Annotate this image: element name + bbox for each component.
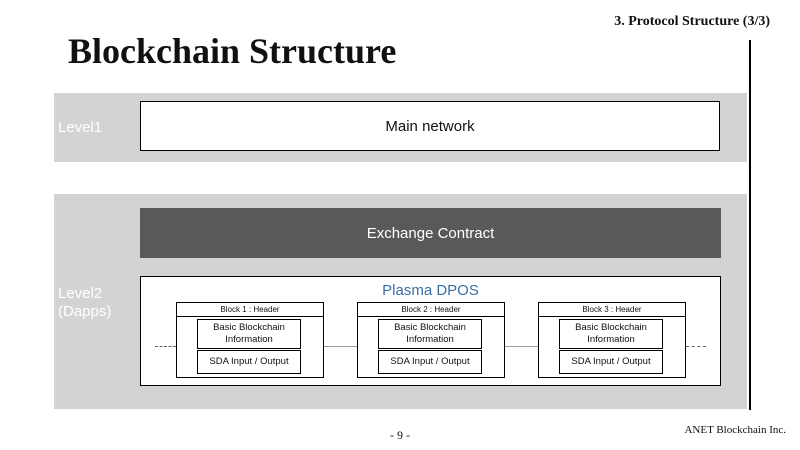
connector-right-dashed	[686, 346, 706, 347]
page-title: Blockchain Structure	[68, 31, 397, 71]
block-1-info-line2: Information	[225, 334, 273, 345]
connector-1-2	[324, 346, 357, 347]
block-3-header: Block 3 : Header	[539, 303, 685, 317]
vertical-divider	[749, 40, 751, 410]
block-2-info: Basic Blockchain Information	[378, 319, 482, 349]
block-2-io: SDA Input / Output	[378, 350, 482, 374]
block-2-info-line1: Basic Blockchain	[394, 322, 466, 333]
exchange-contract-box: Exchange Contract	[140, 208, 721, 258]
block-2-info-line2: Information	[406, 334, 454, 345]
connector-left-dashed	[155, 346, 176, 347]
block-1-header: Block 1 : Header	[177, 303, 323, 317]
connector-2-3	[505, 346, 538, 347]
block-2: Block 2 : Header Basic Blockchain Inform…	[357, 302, 505, 378]
block-2-header: Block 2 : Header	[358, 303, 504, 317]
block-1-io: SDA Input / Output	[197, 350, 301, 374]
plasma-dpos-box: Plasma DPOS Block 1 : Header Basic Block…	[140, 276, 721, 386]
level2-label: Level2 (Dapps)	[58, 285, 111, 321]
block-1-info: Basic Blockchain Information	[197, 319, 301, 349]
level2-label-line2: (Dapps)	[58, 303, 112, 320]
page-number: - 9 -	[390, 428, 410, 442]
block-3-info-line2: Information	[587, 334, 635, 345]
exchange-contract-label: Exchange Contract	[366, 224, 495, 242]
main-network-label: Main network	[385, 117, 475, 135]
block-1: Block 1 : Header Basic Blockchain Inform…	[176, 302, 324, 378]
section-label: 3. Protocol Structure (3/3)	[614, 14, 770, 29]
block-3: Block 3 : Header Basic Blockchain Inform…	[538, 302, 686, 378]
level1-label: Level1	[58, 119, 103, 136]
plasma-dpos-title: Plasma DPOS	[382, 282, 479, 299]
block-3-info: Basic Blockchain Information	[559, 319, 663, 349]
block-3-info-line1: Basic Blockchain	[575, 322, 647, 333]
company-name: ANET Blockchain Inc.	[684, 424, 786, 436]
main-network-box: Main network	[140, 101, 720, 151]
level2-label-line1: Level2	[58, 285, 103, 302]
block-1-info-line1: Basic Blockchain	[213, 322, 285, 333]
block-3-io: SDA Input / Output	[559, 350, 663, 374]
